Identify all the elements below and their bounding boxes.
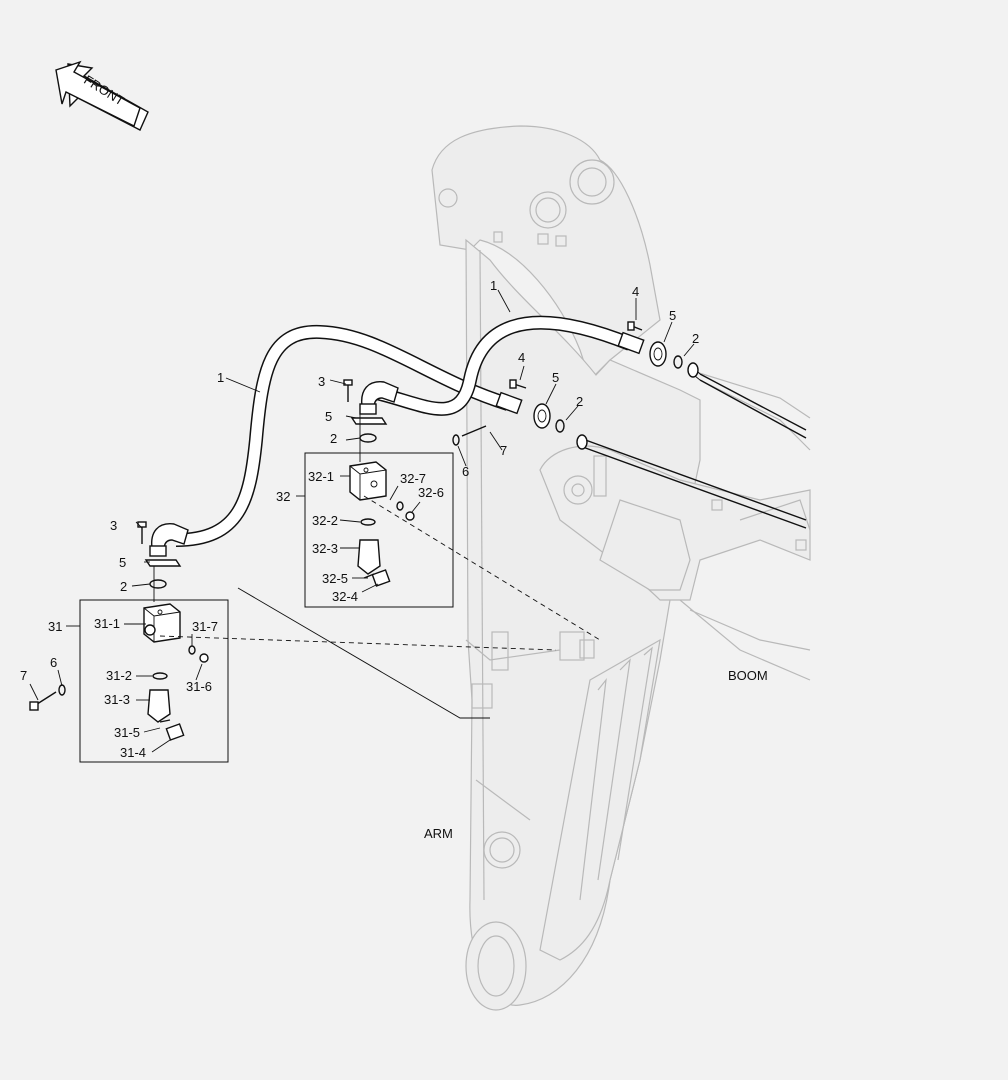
callout-3: 3 bbox=[318, 374, 325, 389]
callout-5: 5 bbox=[552, 370, 559, 385]
callout-6: 6 bbox=[50, 655, 57, 670]
callout-31-2: 31-2 bbox=[106, 668, 132, 683]
callout-6: 6 bbox=[462, 464, 469, 479]
box-32-assembly bbox=[304, 452, 454, 608]
callout-31-7: 31-7 bbox=[192, 619, 218, 634]
callout-2: 2 bbox=[330, 431, 337, 446]
callout-2: 2 bbox=[576, 394, 583, 409]
flange-clamp-c bbox=[350, 417, 388, 425]
elbow-fitting-upper bbox=[359, 381, 399, 415]
callout-4: 4 bbox=[632, 284, 639, 299]
callout-4: 4 bbox=[518, 350, 525, 365]
callout-31-5: 31-5 bbox=[114, 725, 140, 740]
callout-5: 5 bbox=[325, 409, 332, 424]
elbow-fitting-lower bbox=[149, 523, 189, 557]
boom-label: BOOM bbox=[728, 668, 768, 683]
callout-labels: 1 1 2 2 2 2 3 3 4 4 5 5 5 5 6 6 7 7 32 3… bbox=[20, 278, 699, 760]
callout-32-2: 32-2 bbox=[312, 513, 338, 528]
callout-31-6: 31-6 bbox=[186, 679, 212, 694]
callout-32-3: 32-3 bbox=[312, 541, 338, 556]
callout-32-4: 32-4 bbox=[332, 589, 358, 604]
boom-structure bbox=[539, 371, 811, 681]
callout-32-1: 32-1 bbox=[308, 469, 334, 484]
bolts bbox=[29, 321, 643, 711]
callout-31: 31 bbox=[48, 619, 62, 634]
callout-2: 2 bbox=[692, 331, 699, 346]
box-31-assembly bbox=[79, 599, 229, 763]
callout-31-3: 31-3 bbox=[104, 692, 130, 707]
callout-31-4: 31-4 bbox=[120, 745, 146, 760]
boom-pipe-upper bbox=[687, 362, 807, 439]
callout-2: 2 bbox=[120, 579, 127, 594]
callout-32-7: 32-7 bbox=[400, 471, 426, 486]
callout-5: 5 bbox=[119, 555, 126, 570]
callout-3: 3 bbox=[110, 518, 117, 533]
callout-1: 1 bbox=[490, 278, 497, 293]
hose-1-main bbox=[175, 315, 633, 547]
hose-end-upper-right bbox=[495, 331, 645, 415]
flange-clamp-d bbox=[144, 559, 182, 567]
arm-structure bbox=[431, 125, 701, 1011]
callout-32: 32 bbox=[276, 489, 290, 504]
leader-lines bbox=[29, 289, 695, 753]
callout-1: 1 bbox=[217, 370, 224, 385]
front-direction-arrow: FRONT bbox=[55, 60, 149, 131]
callout-31-1: 31-1 bbox=[94, 616, 120, 631]
boom-pipe-lower bbox=[576, 434, 807, 529]
flange-clamp-a bbox=[649, 341, 667, 367]
flange-clamp-b bbox=[533, 403, 551, 429]
callout-7: 7 bbox=[500, 443, 507, 458]
arm-label: ARM bbox=[424, 826, 453, 841]
callout-7: 7 bbox=[20, 668, 27, 683]
callout-32-6: 32-6 bbox=[418, 485, 444, 500]
callout-32-5: 32-5 bbox=[322, 571, 348, 586]
callout-5: 5 bbox=[669, 308, 676, 323]
